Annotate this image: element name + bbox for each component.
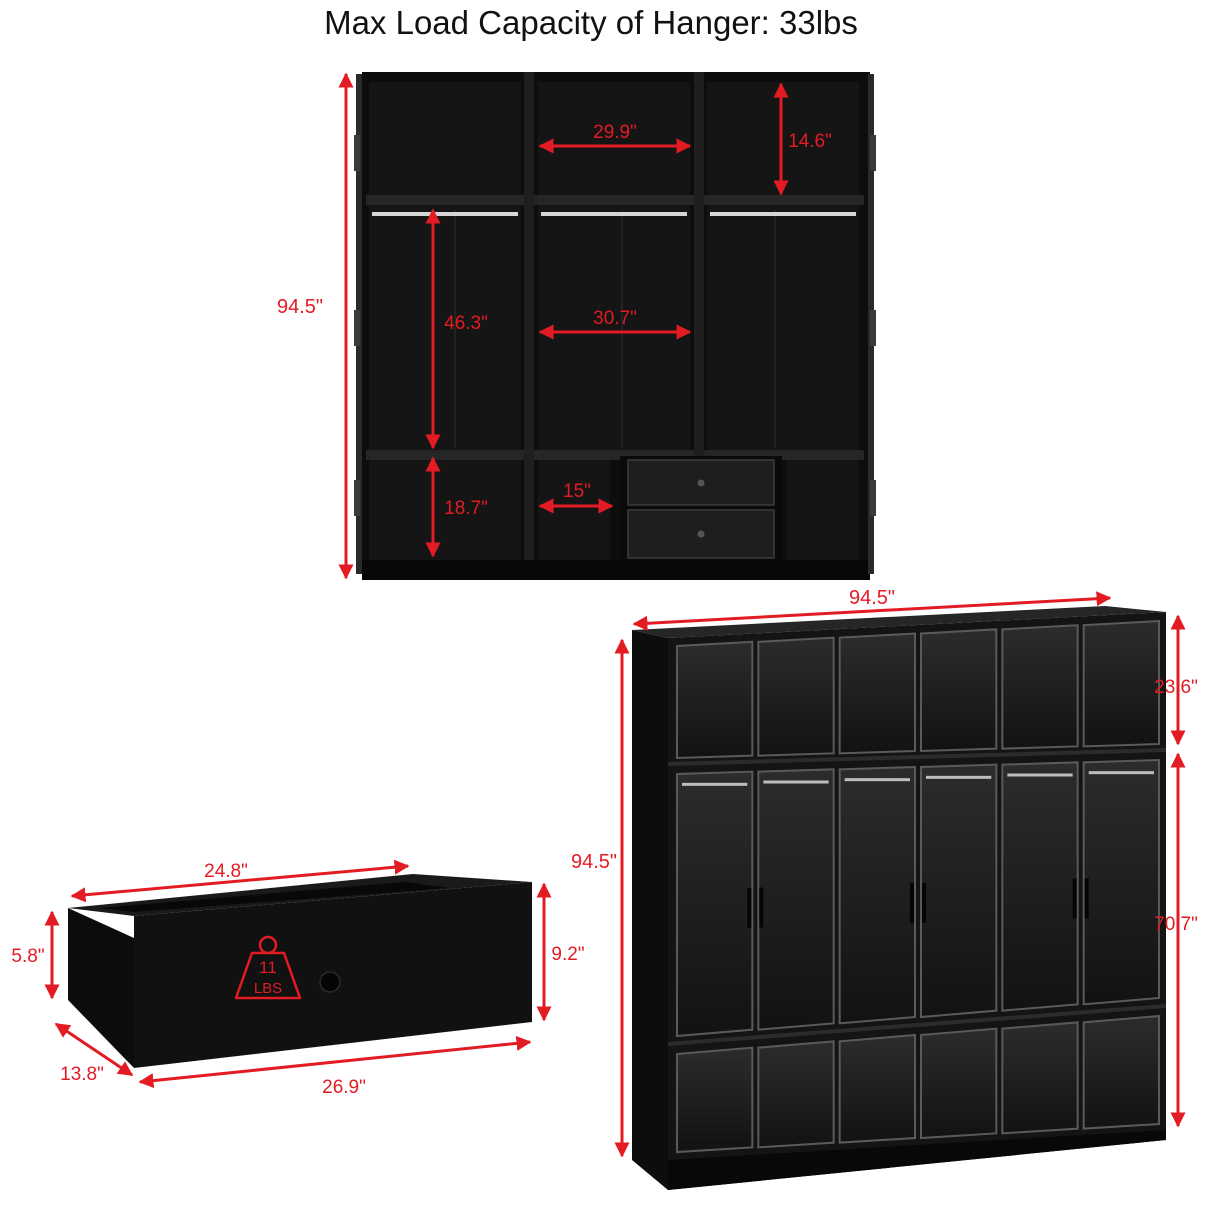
glass-door-bottom (920, 1027, 998, 1140)
iso-top-section-label: 23.6" (1154, 677, 1198, 698)
drawer-view: 11 LBS (68, 874, 532, 1068)
glass-door-top (920, 628, 998, 753)
glass-door-top (1082, 619, 1160, 748)
glass-door-bottom (1082, 1014, 1160, 1130)
door-handle (1084, 878, 1089, 919)
door-handle (759, 887, 764, 928)
weight-load-icon: 11 LBS (234, 935, 302, 1000)
hanging-rod (682, 782, 748, 786)
bottom-height-label: 18.7" (444, 498, 488, 519)
glass-door-bottom (676, 1046, 754, 1154)
glass-door-top (757, 636, 835, 757)
drawer-depth-label: 24.8" (204, 861, 248, 882)
glass-door-middle (1001, 761, 1079, 1012)
top-shelf-width-label: 29.9" (593, 122, 637, 143)
hanging-rod (1088, 771, 1154, 775)
door-handle (747, 887, 752, 928)
drawer-front-width-label: 26.9" (322, 1077, 366, 1098)
glass-door-top (838, 632, 916, 755)
glass-door-bottom (1001, 1021, 1079, 1135)
glass-door-middle (676, 770, 754, 1038)
front-height-label: 94.5" (277, 296, 323, 318)
glass-door-bottom (838, 1033, 916, 1144)
page-title: Max Load Capacity of Hanger: 33lbs (324, 4, 858, 41)
front-view-dimensions: 94.5" 29.9" 14.6" 46.3" 30.7" 18.7" 15" (277, 72, 832, 580)
iso-lower-section-label: 70.7" (1154, 914, 1198, 935)
door-handle (910, 883, 914, 924)
drawer-side-height-label: 5.8" (11, 946, 44, 967)
hanging-rod (1007, 773, 1073, 777)
glass-door-middle (920, 763, 998, 1019)
glass-door-middle (757, 768, 835, 1031)
hanging-rod (844, 778, 910, 782)
load-unit: LBS (254, 980, 282, 997)
top-shelf-height-label: 14.6" (788, 131, 832, 152)
door-handle (922, 882, 926, 923)
hanging-rod (763, 780, 829, 784)
bottom-width-label: 15" (563, 481, 591, 502)
glass-door-middle (838, 765, 916, 1025)
drawer-inner-width-label: 13.8" (60, 1064, 104, 1085)
hanging-width-label: 30.7" (593, 308, 637, 329)
iso-view-dimensions: 94.5" 94.5" 23.6" 70.7" (571, 587, 1198, 1158)
drawer-stack (620, 456, 782, 562)
hanging-rod (926, 775, 992, 779)
glass-door-middle (1082, 758, 1160, 1006)
drawer-front-height-label: 9.2" (551, 944, 584, 965)
glass-door-bottom (757, 1040, 835, 1149)
drawer-dimensions: 24.8" 5.8" 9.2" 13.8" 26.9" (11, 859, 585, 1098)
iso-width-label: 94.5" (849, 587, 895, 609)
iso-view-doors (676, 619, 1160, 1154)
glass-door-top (1001, 624, 1079, 750)
iso-height-label: 94.5" (571, 851, 617, 873)
load-value: 11 (259, 958, 277, 977)
glass-door-top (676, 640, 754, 760)
hanging-height-label: 46.3" (444, 313, 488, 334)
door-handle (1072, 878, 1077, 919)
